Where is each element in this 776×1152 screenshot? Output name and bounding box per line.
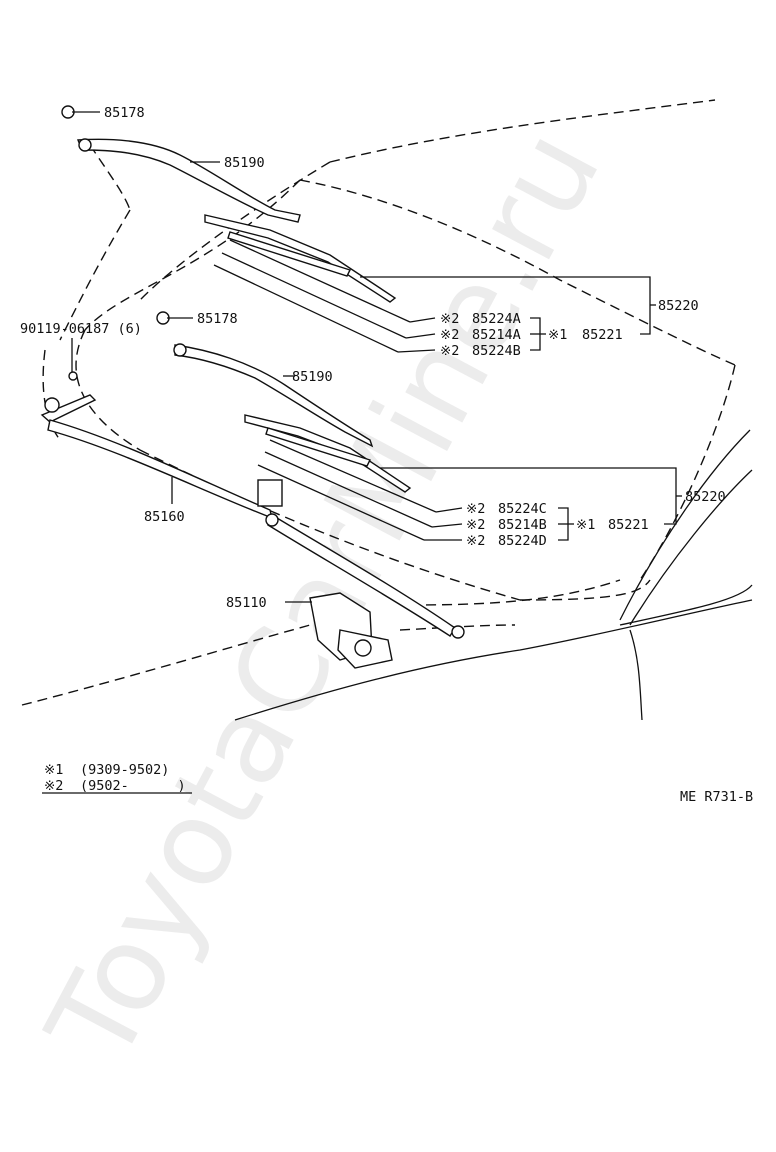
upper-row-1-mark: ※2 xyxy=(440,311,459,327)
lower-row-2-mark: ※2 xyxy=(466,517,485,533)
upper-row-2-mark: ※2 xyxy=(440,327,459,343)
legend-2-mark: ※2 xyxy=(44,778,63,794)
lower-row-3-mark: ※2 xyxy=(466,533,485,549)
upper-row-1-code: 85224A xyxy=(472,311,521,327)
label-motor: 85110 xyxy=(226,595,267,611)
leader-lines xyxy=(42,111,682,794)
label-blade-assy-lower: 85220 xyxy=(685,489,726,505)
lower-row-1-code: 85224C xyxy=(498,501,547,517)
lower-mark1: ※1 xyxy=(576,517,595,533)
upper-wiper-blade xyxy=(204,214,411,353)
upper-row-2-code: 85214A xyxy=(472,327,521,343)
wiper-linkage xyxy=(40,371,465,639)
upper-row-3-mark: ※2 xyxy=(440,343,459,359)
figure-code: ME R731-B xyxy=(680,789,753,805)
legend-2-range: (9502- ) xyxy=(80,778,186,794)
upper-mark1: ※1 xyxy=(548,327,567,343)
upper-wiper-arm xyxy=(61,105,301,223)
label-screw: 90119-06187 (6) xyxy=(20,321,142,337)
lower-row-1-mark: ※2 xyxy=(466,501,485,517)
legend-1-range: (9309-9502) xyxy=(80,762,169,778)
legend-1-mark: ※1 xyxy=(44,762,63,778)
label-refill-lower: 85221 xyxy=(608,517,649,533)
lower-wiper-blade xyxy=(244,414,437,541)
wiper-motor xyxy=(309,592,393,669)
lower-wiper-arm xyxy=(156,311,374,448)
upper-row-3-code: 85224B xyxy=(472,343,521,359)
label-arm-upper: 85190 xyxy=(224,155,265,171)
label-nut-upper: 85178 xyxy=(104,105,145,121)
label-refill-upper: 85221 xyxy=(582,327,623,343)
cowl-outline xyxy=(21,429,753,721)
label-arm-lower: 85190 xyxy=(292,369,333,385)
label-link: 85160 xyxy=(144,509,185,525)
label-blade-assy-upper: 85220 xyxy=(658,298,699,314)
windshield-outline xyxy=(42,99,736,601)
lower-row-2-code: 85214B xyxy=(498,517,547,533)
lower-row-3-code: 85224D xyxy=(498,533,547,549)
label-nut-lower: 85178 xyxy=(197,311,238,327)
